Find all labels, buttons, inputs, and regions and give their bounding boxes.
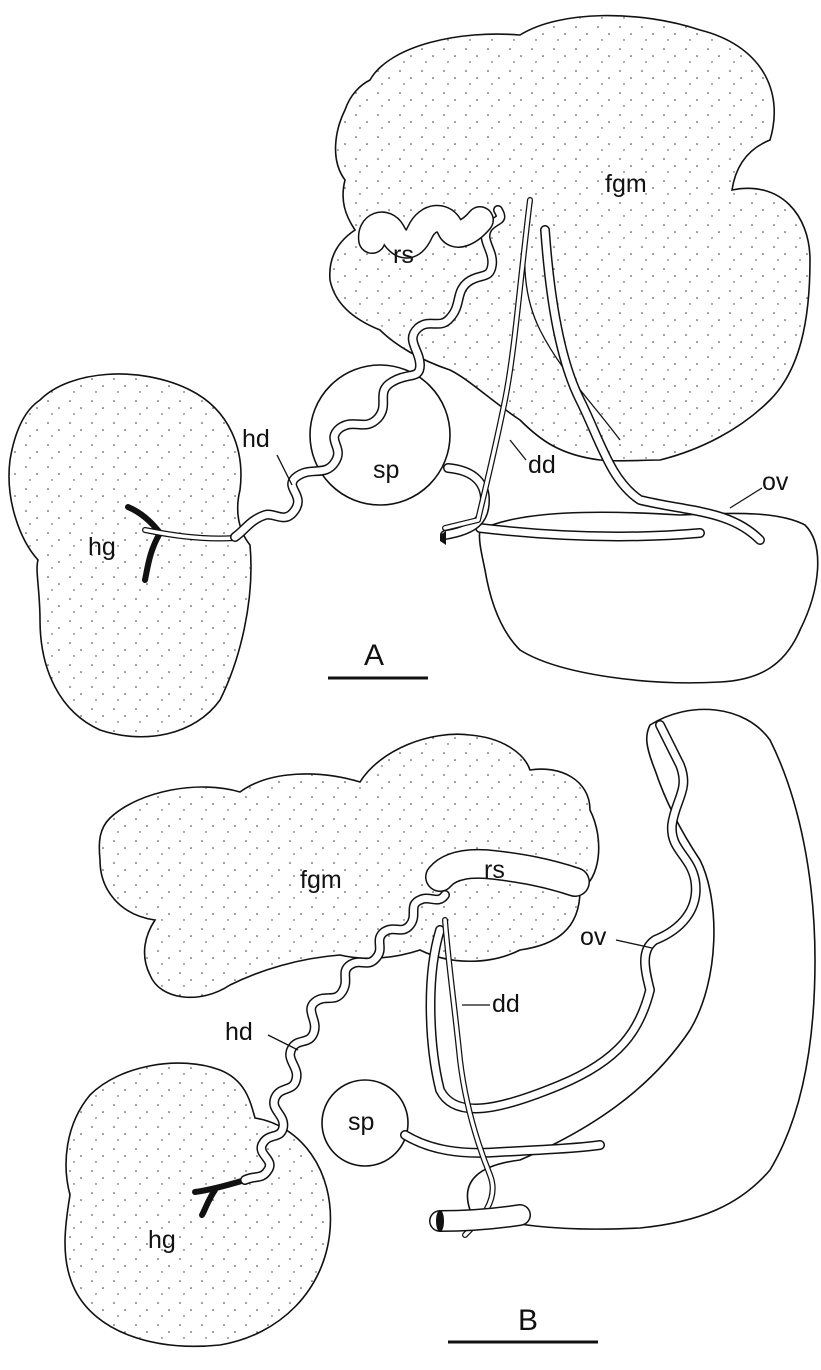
label-hg-b: hg xyxy=(148,1226,176,1254)
label-sp-a: sp xyxy=(373,456,399,484)
label-ov-a: ov xyxy=(762,468,789,496)
panel-a: fgm rs hd sp dd ov hg A xyxy=(9,16,818,737)
label-dd-a: dd xyxy=(528,451,556,479)
label-hg-a: hg xyxy=(88,533,116,561)
stipple-hg-a xyxy=(9,374,251,737)
panel-label-b: B xyxy=(518,1304,538,1337)
leader-hd-a xyxy=(277,455,292,485)
label-hd-a: hd xyxy=(242,425,270,453)
leader-ov-a xyxy=(730,488,762,508)
label-dd-b: dd xyxy=(492,990,520,1018)
label-rs-a: rs xyxy=(393,241,414,269)
leader-dd-a xyxy=(510,440,526,460)
label-fgm-b: fgm xyxy=(300,866,342,894)
panel-label-a: A xyxy=(364,639,384,672)
stipple-hg-b xyxy=(65,1063,330,1346)
label-rs-b: rs xyxy=(484,856,505,884)
label-ov-b: ov xyxy=(580,923,607,951)
genital-opening-b xyxy=(436,1210,444,1232)
label-hd-b: hd xyxy=(225,1018,253,1046)
panel-b: fgm rs ov dd hd sp hg B xyxy=(65,709,815,1346)
label-sp-b: sp xyxy=(348,1108,374,1136)
label-fgm-a: fgm xyxy=(605,170,647,198)
